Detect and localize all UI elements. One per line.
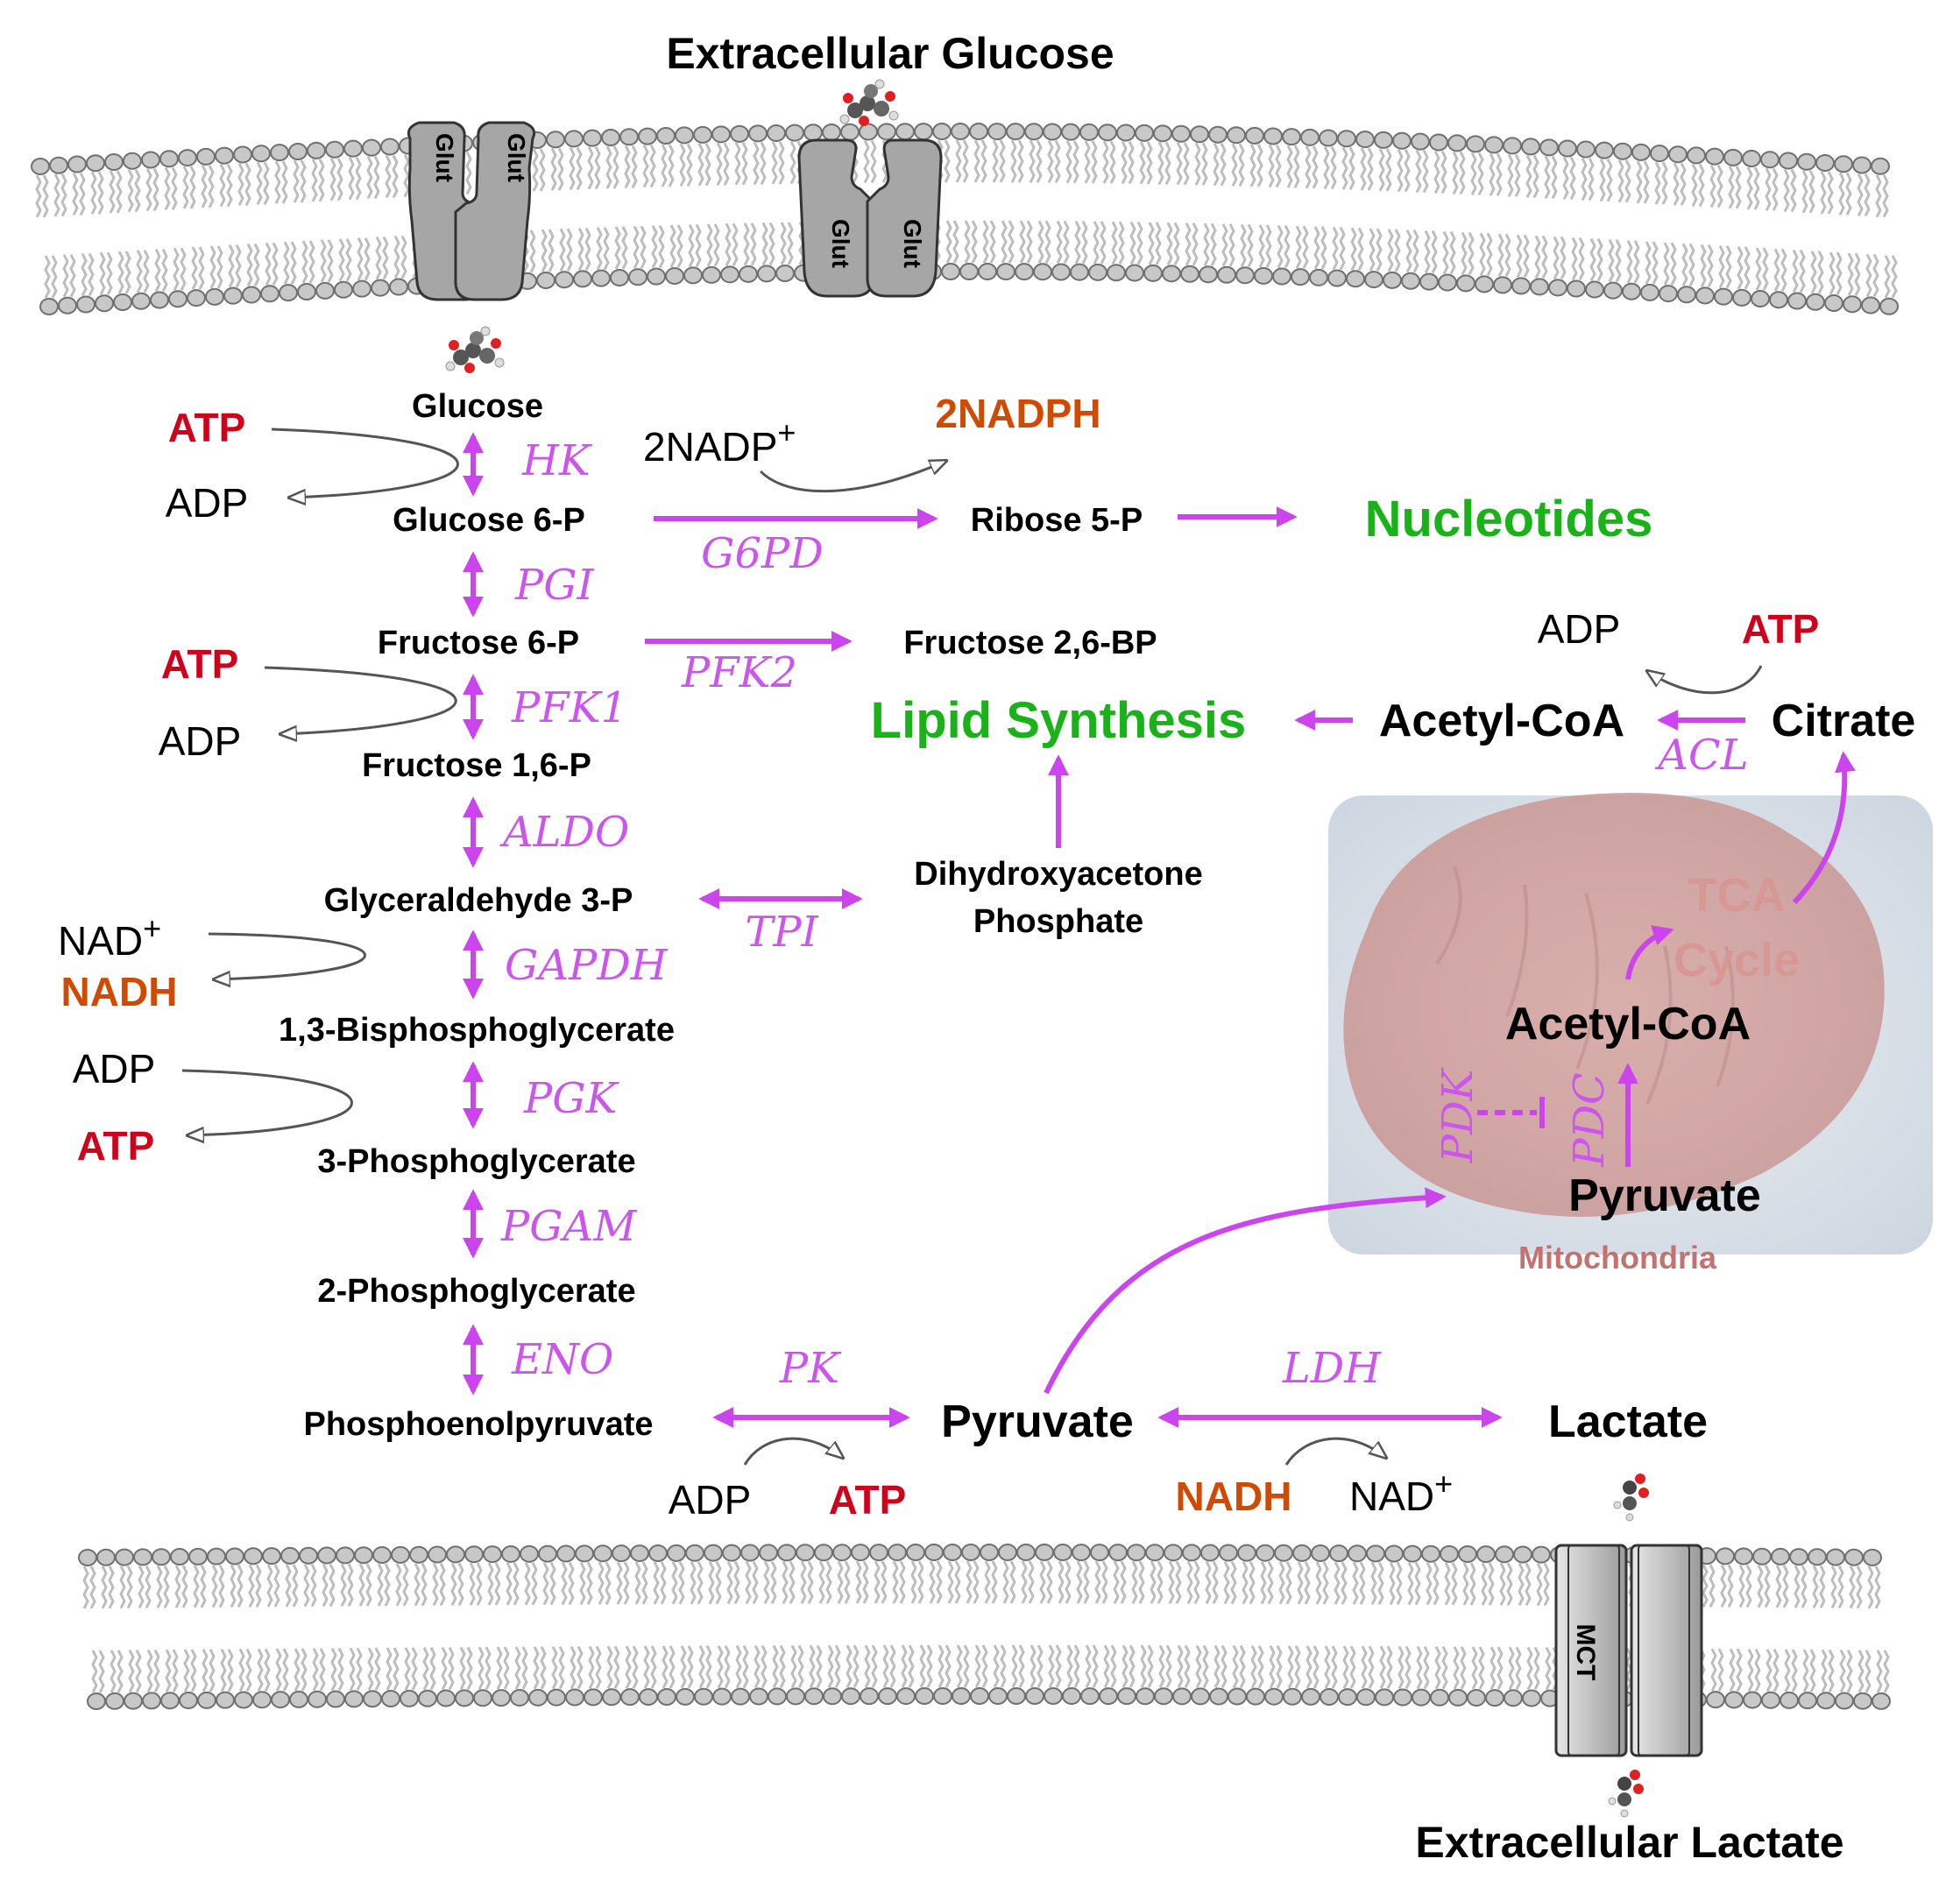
cofactor-curve-pgk: [181, 1069, 353, 1135]
pathway-outputs: Nucleotides Lipid Synthesis: [871, 491, 1653, 749]
nadh-gapdh: NADH: [61, 969, 178, 1014]
nad-superscript: +: [1434, 1466, 1453, 1502]
tca-label-line1: TCA: [1688, 869, 1786, 922]
enzyme-pdk: PDK: [1433, 1067, 1482, 1164]
fructose26bp-label: Fructose 2,6-BP: [903, 625, 1157, 661]
mito-pyruvate-label: Pyruvate: [1568, 1170, 1761, 1221]
adp-acl: ADP: [1538, 606, 1621, 652]
enzyme-g6pd: G6PD: [701, 529, 824, 578]
enzymes: HK PGI PFK1 ALDO GAPDH PGK PGAM ENO PK L…: [499, 436, 1749, 1393]
cofactor-curve-acl: [1647, 665, 1763, 695]
glucose-molecule-icon: [839, 79, 899, 126]
bottom-cell-membrane: [78, 1544, 1891, 1710]
enzyme-gapdh: GAPDH: [505, 941, 669, 990]
cofactor-curve-pfk1: [264, 666, 457, 734]
atp-pk: ATP: [829, 1477, 907, 1523]
lipid-synthesis-label: Lipid Synthesis: [871, 692, 1247, 749]
glut-label-1: Glut: [431, 133, 458, 182]
enzyme-pk: PK: [779, 1344, 842, 1393]
atp-pgk: ATP: [77, 1123, 155, 1169]
arrow-acetylcoa-tca: [1625, 925, 1674, 980]
mct-transporter: MCT: [1554, 1544, 1703, 1757]
phosphoenolpyruvate-label: Phosphoenolpyruvate: [303, 1406, 653, 1443]
fructose16p-label: Fructose 1,6-P: [362, 747, 591, 784]
dhap-label-line2: Phosphate: [973, 903, 1143, 940]
lactate-label: Lactate: [1548, 1396, 1708, 1447]
glucose-molecule-icon: [445, 326, 505, 373]
glut-transporter-left: Glut Glut: [407, 121, 536, 301]
glut-label-2: Glut: [503, 133, 530, 182]
dhap-label-line1: Dihydroxyacetone: [914, 856, 1202, 893]
ribose5p-label: Ribose 5-P: [971, 502, 1143, 539]
top-cell-membrane: [31, 123, 1899, 315]
glucose6p-label: Glucose 6-P: [393, 502, 585, 539]
nadph-g6pd: 2NADPH: [935, 391, 1100, 436]
enzyme-hk: HK: [521, 436, 593, 485]
nad-gapdh: NAD+: [58, 910, 161, 964]
tca-cycle: TCA Cycle: [1673, 869, 1800, 986]
phosphoglycerate2-label: 2-Phosphoglycerate: [317, 1273, 635, 1310]
enzyme-pdc: PDC: [1565, 1072, 1614, 1168]
nadp-superscript: +: [777, 414, 796, 450]
cofactors: ATP ADP ATP ADP NAD+ NADH ADP ATP 2NADP+…: [58, 391, 1819, 1523]
atp-hk: ATP: [168, 405, 246, 450]
enzyme-pgi: PGI: [514, 561, 595, 610]
adp-pk: ADP: [669, 1477, 752, 1523]
cofactor-curve-g6pd: [759, 461, 946, 493]
reaction-arrows: [463, 432, 1856, 1428]
mitochondria-panel: Mitochondria: [1328, 793, 1933, 1276]
enzyme-aldo: ALDO: [499, 808, 629, 857]
atp-pfk1: ATP: [161, 641, 239, 687]
glyceraldehyde3p-label: Glyceraldehyde 3-P: [324, 882, 633, 919]
pyruvate-label: Pyruvate: [941, 1396, 1134, 1447]
lactate-molecule-icon: [1613, 1474, 1649, 1522]
enzyme-ldh: LDH: [1282, 1344, 1382, 1393]
metabolites: Glucose Glucose 6-P Fructose 6-P Fructos…: [279, 388, 1915, 1447]
arrow-pyruvate-to-mito: [1044, 1187, 1447, 1395]
enzyme-eno: ENO: [511, 1335, 613, 1384]
adp-hk: ADP: [166, 480, 249, 526]
nucleotides-label: Nucleotides: [1365, 491, 1653, 548]
bisphosphoglycerate-label: 1,3-Bisphosphoglycerate: [279, 1012, 675, 1049]
glut-transporter-right: Glut Glut: [797, 138, 943, 298]
citrate-label: Citrate: [1772, 696, 1916, 746]
glucose-label: Glucose: [412, 388, 543, 425]
arrow-tca-citrate: [1792, 751, 1856, 905]
extracellular-lactate-title: Extracellular Lactate: [1415, 1818, 1843, 1867]
enzyme-tpi: TPI: [745, 908, 818, 957]
acetylcoa-cytosol-label: Acetyl-CoA: [1379, 696, 1624, 746]
lactate-molecule-icon: [1608, 1770, 1644, 1818]
atp-acl: ATP: [1742, 606, 1820, 652]
enzyme-acl: ACL: [1654, 731, 1748, 780]
mito-acetylcoa-label: Acetyl-CoA: [1505, 999, 1751, 1050]
adp-pgk: ADP: [73, 1046, 156, 1092]
cofactor-curve-ldh: [1284, 1437, 1386, 1466]
glut-label-4: Glut: [899, 219, 926, 268]
enzyme-pgk: PGK: [523, 1074, 620, 1123]
cofactor-curve-pk: [743, 1437, 843, 1466]
adp-pfk1: ADP: [159, 718, 242, 764]
nad-superscript: +: [143, 910, 161, 946]
glut-label-3: Glut: [827, 219, 854, 268]
cofactor-curve-gapdh: [208, 932, 366, 979]
enzyme-pgam: PGAM: [500, 1202, 638, 1251]
mct-label: MCT: [1571, 1624, 1600, 1681]
phosphoglycerate3-label: 3-Phosphoglycerate: [317, 1143, 635, 1180]
tca-label-line2: Cycle: [1673, 934, 1800, 986]
mitochondria-label: Mitochondria: [1518, 1240, 1717, 1276]
extracellular-glucose-title: Extracellular Glucose: [666, 29, 1114, 78]
nadh-ldh: NADH: [1176, 1474, 1292, 1519]
nad-ldh: NAD+: [1349, 1466, 1453, 1519]
enzyme-pfk1: PFK1: [511, 683, 627, 732]
cofactor-arrows: [181, 428, 1763, 1466]
fructose6p-label: Fructose 6-P: [378, 625, 579, 661]
enzyme-pfk2: PFK2: [681, 648, 797, 697]
cofactor-curve-hk: [271, 428, 459, 498]
nadp-g6pd: 2NADP+: [643, 414, 796, 470]
